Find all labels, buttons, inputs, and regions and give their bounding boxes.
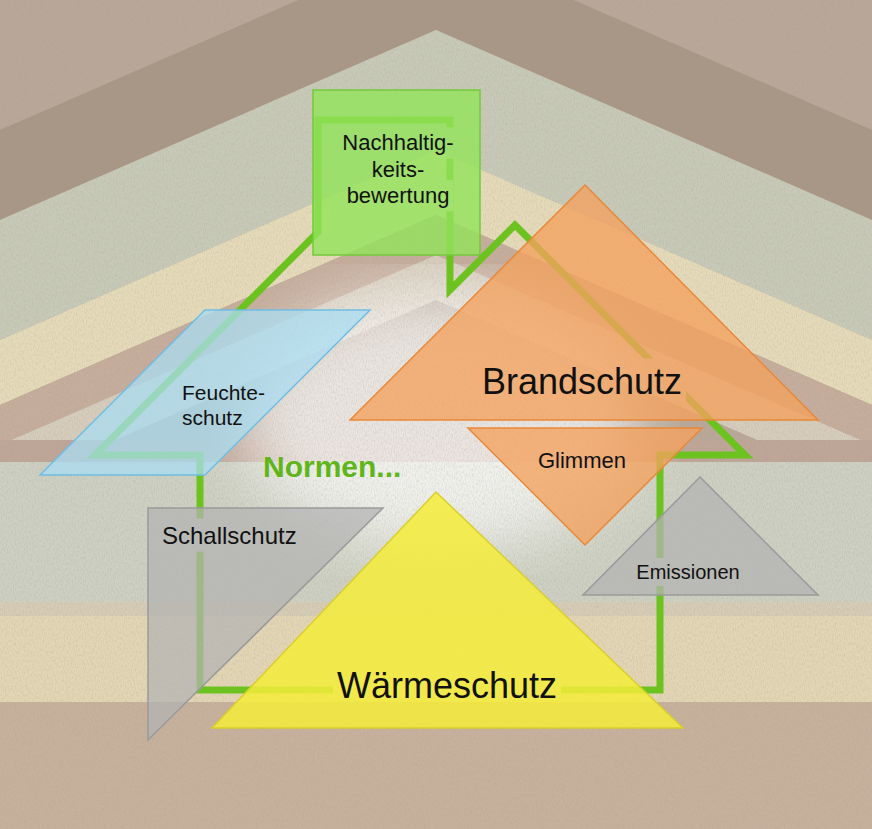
triangle-box: Brandschutz: [350, 185, 818, 420]
shape-fill: [40, 310, 370, 475]
shape-label: Nachhaltig- keits- bewertung: [328, 130, 468, 209]
shape-label: Wärmeschutz: [297, 664, 597, 707]
triangle-box: Emissionen: [583, 477, 818, 595]
shape-label: Brandschutz: [432, 360, 732, 403]
shape-fill: [583, 477, 818, 595]
shape-label: Glimmen: [512, 448, 652, 474]
parallelogram-box: Feuchte- schutz: [40, 310, 370, 475]
shape-fill: [212, 492, 683, 728]
shape-fill: [313, 90, 480, 255]
shape-label: Emissionen: [613, 560, 763, 584]
shape-label: Schallschutz: [162, 522, 342, 551]
shape-label: Feuchte- schutz: [182, 380, 282, 430]
square-box: Nachhaltig- keits- bewertung: [313, 90, 480, 255]
shape-fill: [350, 185, 818, 420]
